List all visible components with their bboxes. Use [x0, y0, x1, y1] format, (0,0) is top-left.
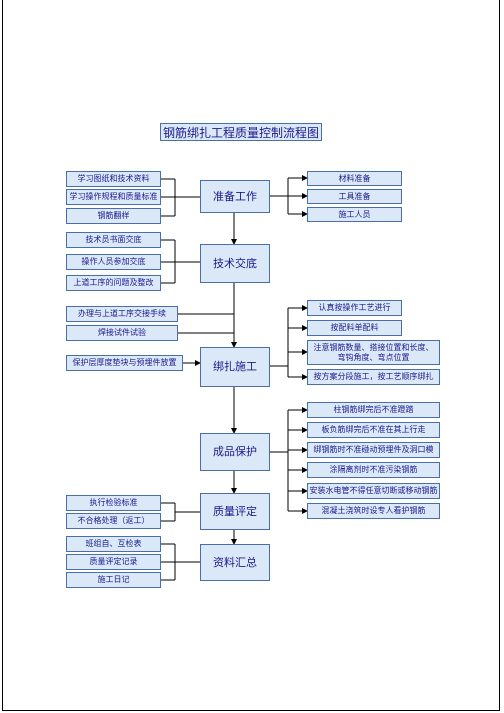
protect-right-item: 安装水电管不得任意切断或移动钢筋	[307, 483, 440, 499]
prep-right-item: 施工人员	[307, 207, 402, 222]
protect-right-item: 柱钢筋绑完后不准蹬踏	[307, 402, 440, 418]
protect-right-item: 板负筋绑完后不准在其上行走	[307, 422, 440, 438]
protect-right-item: 涂隔离剂时不准污染钢筋	[307, 462, 440, 478]
protect-right-item: 绑钢筋时不准碰动预埋件及洞口模	[307, 442, 440, 458]
diagram-title: 钢筋绑扎工程质量控制流程图	[160, 123, 322, 141]
construct-right-item: 按配料单配料	[307, 320, 402, 336]
step-protection: 成品保护	[200, 433, 270, 471]
construct-right-item: 按方案分段施工，按工艺顺序绑扎	[307, 369, 440, 385]
prep-right-item: 材料准备	[307, 171, 402, 186]
quality-left-item: 执行检验标准	[66, 495, 161, 511]
docs-left-item: 质量评定记录	[66, 554, 161, 570]
construct-left-item: 焊接试件试验	[66, 325, 178, 341]
step-prep: 准备工作	[200, 180, 270, 213]
quality-left-item: 不合格处理（返工）	[66, 513, 161, 529]
construct-right-item: 注意钢筋数量、搭接位置和长度、弯钩角度、弯点位置	[307, 340, 440, 365]
construct-left-item: 保护层厚度垫块与预埋件放置	[66, 355, 183, 371]
prep-left-item: 学习操作规程和质量标准	[66, 189, 161, 205]
tech-left-item: 技术员书面交底	[66, 232, 161, 248]
prep-left-item: 钢筋翻样	[66, 208, 161, 224]
step-documents: 资料汇总	[200, 544, 270, 581]
step-tech-briefing: 技术交底	[200, 244, 270, 283]
step-construction: 绑扎施工	[200, 347, 270, 387]
prep-left-item: 学习图纸和技术资料	[66, 171, 161, 187]
docs-left-item: 施工日记	[66, 572, 161, 588]
tech-left-item: 操作人员参加交底	[66, 254, 161, 270]
prep-right-item: 工具准备	[307, 189, 402, 204]
tech-left-item: 上道工序的问题及整改	[66, 275, 161, 291]
construct-left-item: 办理与上道工序交接手续	[66, 306, 178, 322]
construct-right-item: 认真按操作工艺进行	[307, 300, 402, 316]
protect-right-item: 混凝土浇筑时设专人看护钢筋	[307, 503, 440, 519]
docs-left-item: 班组自、互检表	[66, 536, 161, 552]
step-quality: 质量评定	[200, 493, 270, 530]
